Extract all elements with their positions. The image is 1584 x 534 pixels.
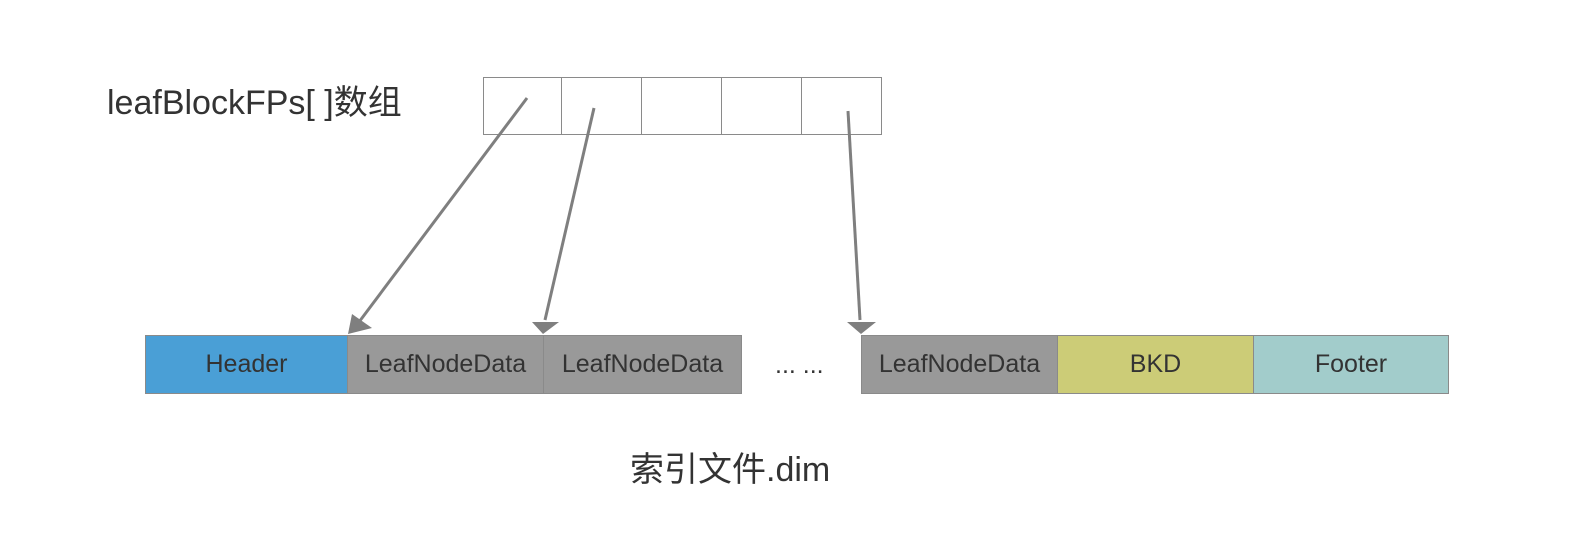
block-leaf-node-data-1: LeafNodeData (347, 335, 544, 394)
block-leaf-node-data-3: LeafNodeData (861, 335, 1058, 394)
block-leaf-node-data-2: LeafNodeData (543, 335, 742, 394)
array-cell-4 (722, 77, 802, 135)
arrow-1-head (348, 314, 372, 334)
block-header: Header (145, 335, 348, 394)
array-label: leafBlockFPs[ ]数组 (107, 84, 402, 122)
ellipsis: ... ... (775, 351, 824, 379)
arrow-3-head (847, 322, 876, 334)
file-caption: 索引文件.dim (630, 451, 831, 489)
block-bkd: BKD (1057, 335, 1254, 394)
arrow-2-head (532, 322, 559, 334)
array-cell-2 (562, 77, 642, 135)
block-footer: Footer (1253, 335, 1449, 394)
arrow-1-shaft (357, 97, 529, 323)
array-cell-5 (802, 77, 882, 135)
arrow-3-shaft (846, 110, 862, 321)
leaf-block-fps-array (483, 77, 882, 135)
arrow-2-shaft (543, 107, 596, 321)
array-cell-3 (642, 77, 722, 135)
